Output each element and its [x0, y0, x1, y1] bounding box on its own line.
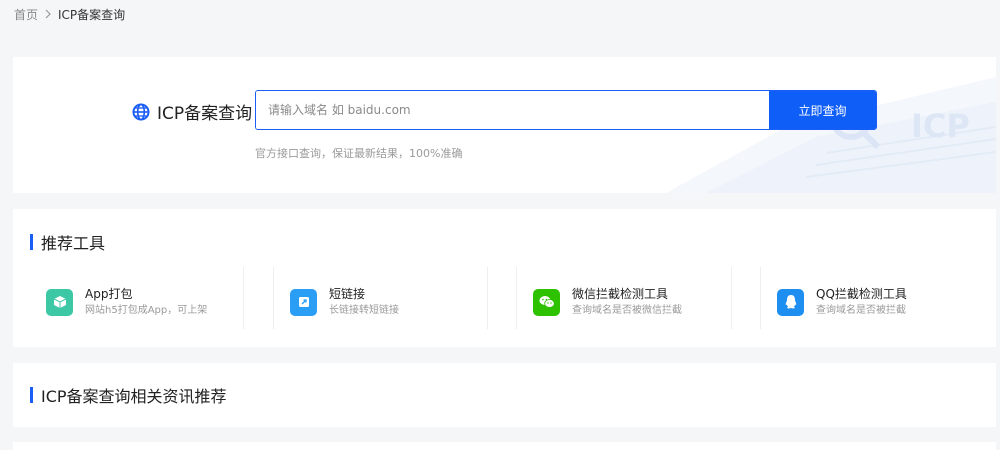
domain-search-input[interactable]: [256, 91, 769, 129]
tool-divider: [243, 267, 244, 329]
tool-name: 微信拦截检测工具: [572, 287, 669, 301]
tool-name: App打包: [85, 287, 133, 301]
tool-divider: [516, 267, 517, 329]
box-icon: [46, 288, 73, 316]
tool-name: QQ拦截检测工具: [816, 287, 907, 301]
query-button[interactable]: 立即查询: [769, 91, 876, 129]
tool-divider: [273, 267, 274, 329]
search-title-text: ICP备案查询: [157, 104, 253, 124]
tools-section-heading: 推荐工具: [30, 230, 105, 254]
icp-illustration: ICP: [666, 77, 996, 193]
tool-wechat-check[interactable]: 微信拦截检测工具 查询域名是否被微信拦截: [533, 286, 682, 318]
search-tip: 官方接口查询，保证最新结果，100%准确: [255, 147, 463, 160]
wechat-icon: [533, 288, 560, 316]
tool-desc: 查询域名是否被微信拦截: [572, 305, 682, 316]
tool-divider: [487, 267, 488, 329]
related-news-panel: ICP备案查询相关资讯推荐: [13, 363, 996, 427]
tool-qq-check[interactable]: QQ拦截检测工具 查询域名是否被拦截: [777, 286, 907, 318]
tool-app-pack[interactable]: App打包 网站h5打包成App，可上架: [46, 286, 207, 318]
search-box: 立即查询: [255, 90, 877, 130]
breadcrumb: 首页 ICP备案查询: [14, 6, 125, 22]
news-section-heading: ICP备案查询相关资讯推荐: [30, 383, 227, 407]
svg-text:ICP: ICP: [911, 107, 970, 145]
tool-divider: [731, 267, 732, 329]
search-title: ICP备案查询: [132, 99, 252, 124]
search-panel: ICP ICP备案查询 立即查询 官方接口查询，保证最新结果，100%准确: [13, 57, 996, 193]
link-icon: [290, 288, 317, 316]
news-heading-text: ICP备案查询相关资讯推荐: [41, 387, 227, 406]
tool-divider: [760, 267, 761, 329]
tool-short-link[interactable]: 短链接 长链接转短链接: [290, 286, 399, 318]
recommended-tools-panel: 推荐工具 App打包 网站h5打包成App，可上架 短链接 长链接转短链接: [13, 209, 996, 347]
chevron-right-icon: [44, 9, 52, 19]
tool-desc: 长链接转短链接: [329, 305, 399, 316]
breadcrumb-current: ICP备案查询: [58, 7, 126, 22]
tool-desc: 查询域名是否被拦截: [816, 305, 906, 316]
bottom-panel: [13, 442, 996, 450]
tool-desc: 网站h5打包成App，可上架: [85, 305, 208, 316]
tools-heading-text: 推荐工具: [41, 234, 106, 253]
globe-icon: [132, 103, 150, 121]
tool-name: 短链接: [329, 287, 366, 301]
heading-accent-bar: [30, 234, 33, 250]
qq-icon: [777, 288, 804, 316]
breadcrumb-home-link[interactable]: 首页: [14, 7, 39, 22]
heading-accent-bar: [30, 387, 33, 403]
